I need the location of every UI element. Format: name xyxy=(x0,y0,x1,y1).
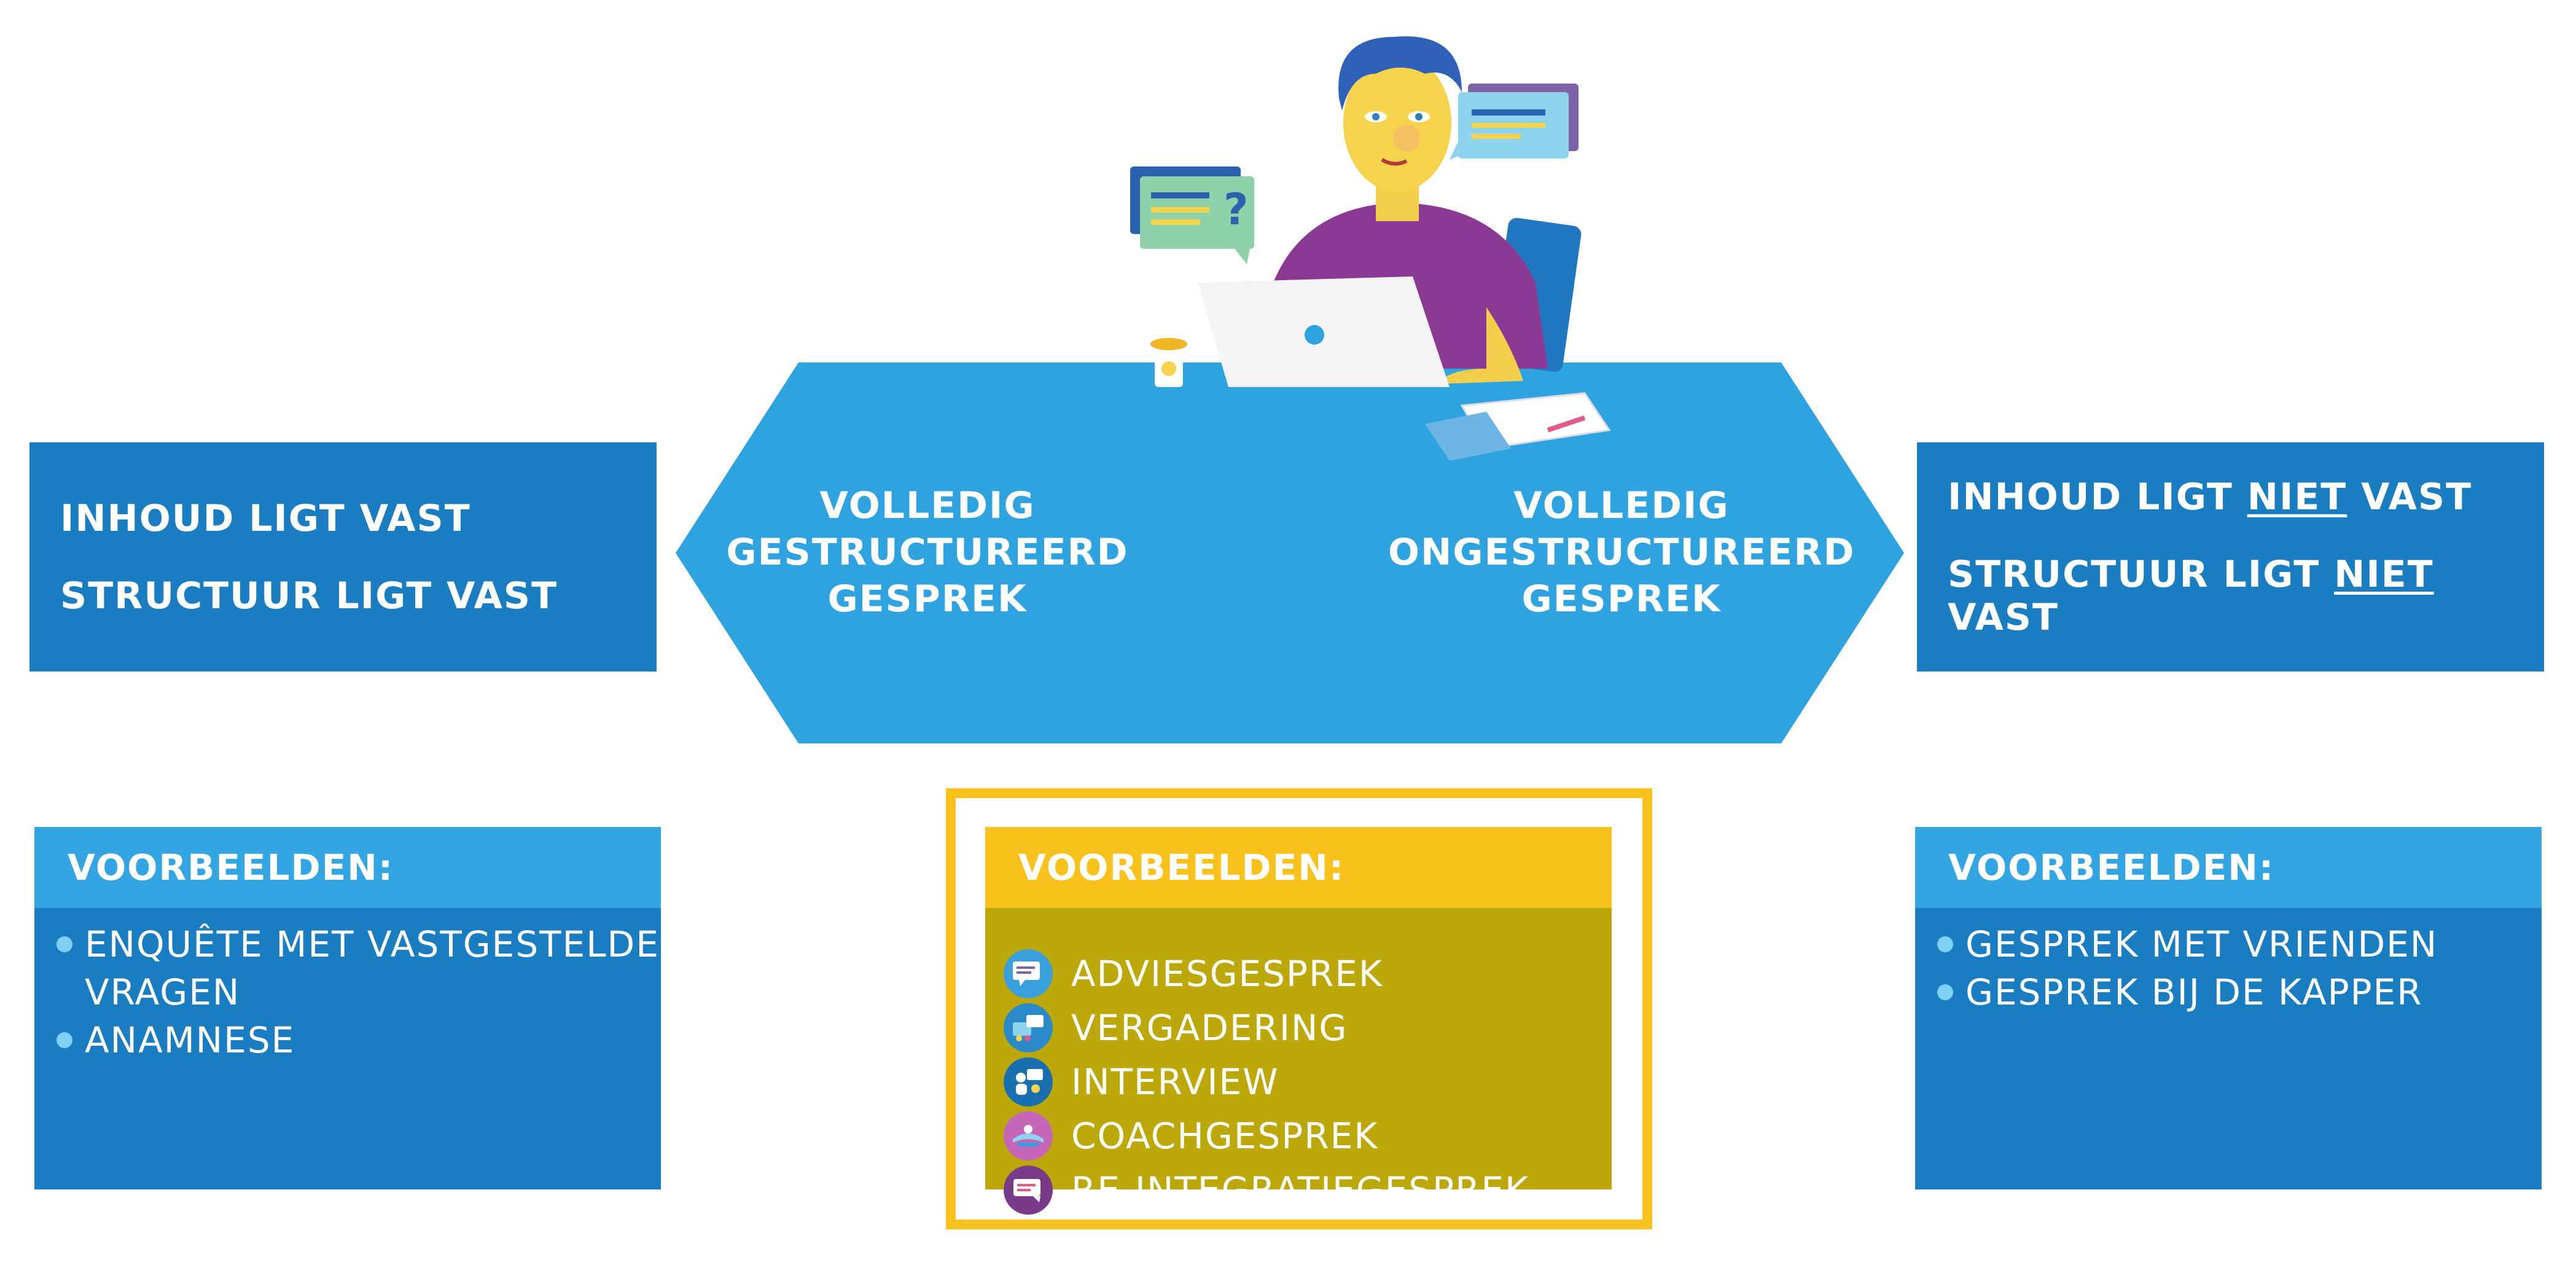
bullet-icon xyxy=(1937,984,1953,1000)
list-item: ENQUÊTE MET VASTGESTELDE VRAGEN xyxy=(34,920,661,1016)
list-item: VERGADERING xyxy=(1004,1001,1529,1055)
examples-unstructured-header: VOORBEELDEN: xyxy=(1915,827,2542,908)
list-item: INTERVIEW xyxy=(1004,1055,1529,1109)
list-item: GESPREK BIJ DE KAPPER xyxy=(1915,968,2542,1016)
question-speech-bubble-icon: ? xyxy=(1130,166,1254,264)
examples-middle-header: VOORBEELDEN: xyxy=(985,827,1612,908)
coach-icon xyxy=(1004,1111,1053,1161)
spectrum-hexagon xyxy=(676,362,1904,743)
bullet-icon xyxy=(1937,936,1953,952)
examples-unstructured-box: VOORBEELDEN: GESPREK MET VRIENDEN GESPRE… xyxy=(1915,827,2542,1189)
bullet-icon xyxy=(57,936,72,952)
person-at-laptop-illustration xyxy=(1150,36,1611,461)
list-item: ADVIESGESPREK xyxy=(1004,947,1529,1001)
reintegration-icon xyxy=(1004,1165,1053,1215)
left-line-content: INHOUD LIGT VAST xyxy=(60,496,471,540)
interview-icon xyxy=(1004,1057,1053,1107)
svg-text:?: ? xyxy=(1224,184,1249,235)
bullet-icon xyxy=(57,1032,72,1048)
right-line-structure: STRUCTUUR LIGT NIET VAST xyxy=(1948,552,2434,639)
meeting-icon xyxy=(1004,1003,1053,1052)
right-definition-box: INHOUD LIGT NIET VAST STRUCTUUR LIGT NIE… xyxy=(1917,442,2544,672)
left-line-structure: STRUCTUUR LIGT VAST xyxy=(60,574,558,617)
list-item: ANAMNESE xyxy=(34,1016,661,1064)
examples-structured-header: VOORBEELDEN: xyxy=(34,827,661,908)
list-item: RE-INTEGRATIEGESPREK xyxy=(1004,1163,1529,1217)
examples-middle-frame xyxy=(946,788,1652,1229)
hex-label-structured: VOLLEDIG GESTRUCTUREERD GESPREK xyxy=(726,484,1129,621)
examples-structured-box: VOORBEELDEN: ENQUÊTE MET VASTGESTELDE VR… xyxy=(34,827,661,1189)
right-line-content: INHOUD LIGT NIET VAST xyxy=(1948,475,2473,519)
list-item: COACHGESPREK xyxy=(1004,1109,1529,1163)
chat-speech-bubble-icon xyxy=(1450,84,1579,160)
hex-label-unstructured: VOLLEDIG ONGESTRUCTUREERD GESPREK xyxy=(1388,484,1856,621)
examples-middle-box: VOORBEELDEN: ADVIESGESPREK VERGADERING I… xyxy=(985,827,1612,1215)
advice-chat-icon xyxy=(1004,949,1053,998)
list-item: GESPREK MET VRIENDEN xyxy=(1915,920,2542,968)
left-definition-box: INHOUD LIGT VAST STRUCTUUR LIGT VAST xyxy=(29,442,657,672)
